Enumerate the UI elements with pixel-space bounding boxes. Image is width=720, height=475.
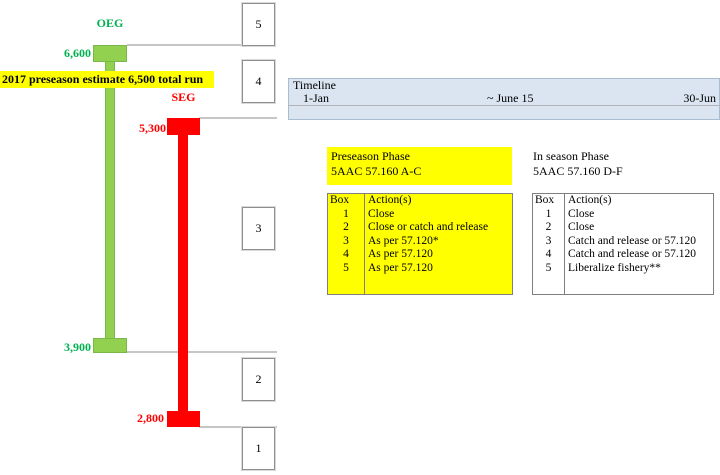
inseason-actions-table: Box Action(s) 1 Close 2 Close 3 Catch an… bbox=[532, 193, 714, 295]
zone-box-2-number: 2 bbox=[255, 372, 262, 386]
connector-line-2800 bbox=[199, 426, 277, 428]
oeg-label: OEG bbox=[96, 16, 124, 30]
preseason-col-box: Box bbox=[330, 194, 350, 206]
seg-bar-stem bbox=[178, 118, 188, 427]
inseason-phase-header: In season Phase 5AAC 57.160 D-F bbox=[533, 147, 718, 185]
inseason-table-column-divider bbox=[564, 194, 565, 294]
table-row: 5 As per 57.120 bbox=[343, 261, 433, 274]
table-row: 2 Close bbox=[545, 221, 595, 233]
inseason-col-box: Box bbox=[535, 194, 555, 206]
oeg-bar-lower-cap bbox=[93, 338, 127, 353]
timeline-start-date: 1-Jan bbox=[303, 91, 329, 105]
timeline-end-date: 30-Jun bbox=[683, 91, 716, 105]
table-row: 3 Catch and release or 57.120 bbox=[545, 234, 697, 247]
connector-line-3900 bbox=[127, 351, 277, 353]
oeg-lower-value: 3,900 bbox=[64, 340, 91, 354]
preseason-phase-subtitle: 5AAC 57.160 A-C bbox=[331, 164, 422, 178]
inseason-phase-title: In season Phase bbox=[533, 149, 609, 163]
table-row: 1 Close bbox=[545, 207, 595, 220]
zone-box-5: 5 bbox=[242, 3, 275, 46]
inseason-col-action: Action(s) bbox=[568, 194, 612, 206]
zone-box-4-number: 4 bbox=[255, 74, 262, 88]
preseason-phase-header: Preseason Phase 5AAC 57.160 A-C bbox=[327, 147, 512, 185]
oeg-bar-upper-cap bbox=[93, 45, 127, 62]
oeg-bar-stem bbox=[105, 45, 115, 353]
table-row: 2 Close or catch and release bbox=[343, 221, 489, 233]
zone-box-4: 4 bbox=[242, 60, 275, 103]
seg-bar-upper-cap bbox=[167, 118, 200, 135]
seg-lower-value: 2,800 bbox=[137, 411, 164, 425]
table-row: 3 As per 57.120* bbox=[343, 234, 439, 247]
table-row: 1 Close bbox=[343, 207, 395, 220]
seg-upper-value: 5,300 bbox=[139, 121, 166, 135]
table-row: 5 Liberalize fishery** bbox=[545, 261, 661, 274]
zone-box-1: 1 bbox=[242, 427, 275, 470]
preseason-estimate-note: 2017 preseason estimate 6,500 total run bbox=[0, 71, 214, 88]
zone-box-3: 3 bbox=[242, 207, 275, 250]
table-row: 4 Catch and release or 57.120 bbox=[545, 248, 697, 260]
connector-line-5300 bbox=[199, 117, 277, 119]
timeline: Timeline 1-Jan ~ June 15 30-Jun bbox=[288, 78, 720, 120]
zone-box-1-number: 1 bbox=[255, 441, 262, 455]
timeline-mid-date: ~ June 15 bbox=[487, 91, 534, 105]
table-header-row: Box Action(s) bbox=[328, 194, 512, 208]
timeline-title: Timeline bbox=[293, 78, 336, 92]
preseason-phase-title: Preseason Phase bbox=[331, 149, 410, 163]
zone-box-3-number: 3 bbox=[255, 221, 262, 235]
table-row: 4 As per 57.120 bbox=[343, 248, 433, 260]
seg-label: SEG bbox=[171, 90, 196, 104]
preseason-actions-table: Box Action(s) 1 Close 2 Close or catch a… bbox=[327, 193, 513, 295]
seg-bar-lower-cap bbox=[167, 411, 200, 427]
oeg-upper-value: 6,600 bbox=[64, 46, 91, 60]
timeline-dates-row: 1-Jan ~ June 15 30-Jun bbox=[289, 92, 719, 106]
preseason-col-action: Action(s) bbox=[368, 194, 412, 206]
table-header-row: Box Action(s) bbox=[533, 194, 713, 208]
inseason-phase-subtitle: 5AAC 57.160 D-F bbox=[533, 164, 623, 178]
preseason-table-column-divider bbox=[364, 194, 365, 294]
zone-box-2: 2 bbox=[242, 358, 275, 401]
connector-line-6600 bbox=[127, 44, 242, 46]
zone-box-5-number: 5 bbox=[255, 17, 262, 31]
